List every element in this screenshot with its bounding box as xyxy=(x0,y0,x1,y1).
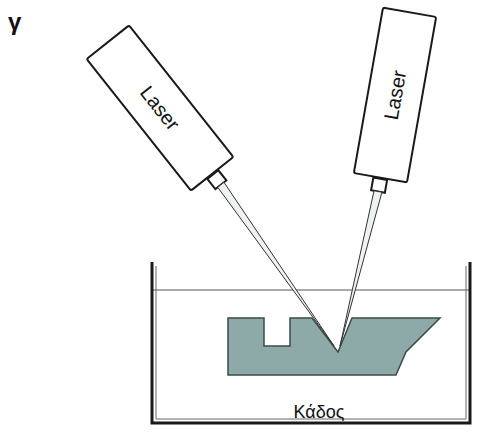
figure-letter: γ xyxy=(8,8,21,36)
workpiece-shape xyxy=(228,318,440,375)
liquid-surface xyxy=(153,290,469,291)
tank-label: Κάδος xyxy=(150,402,488,423)
laser-label: Laser xyxy=(379,68,410,121)
laser-beam xyxy=(340,191,382,346)
laser-device: Laser xyxy=(353,6,438,183)
laser-beam xyxy=(218,182,334,346)
laser-device: Laser xyxy=(85,24,234,192)
laser-nozzle xyxy=(371,177,387,192)
laser-label: Laser xyxy=(135,81,184,134)
tank-inner-wall xyxy=(156,266,466,419)
tank: Κάδος xyxy=(150,262,488,425)
tank-wall xyxy=(152,262,470,423)
tank-outline xyxy=(150,262,472,425)
